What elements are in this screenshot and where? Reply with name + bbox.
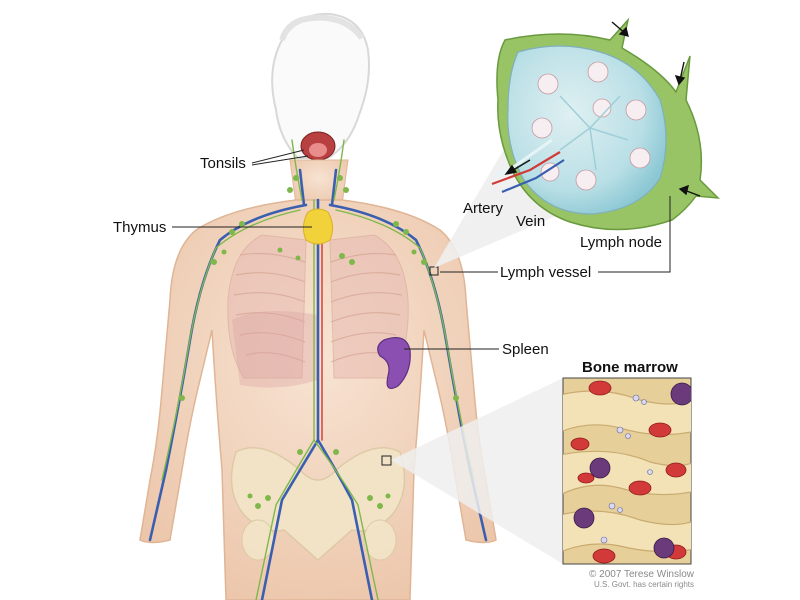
spleen-label: Spleen xyxy=(502,341,549,358)
label-leader-lines xyxy=(172,149,671,350)
blood-and-lymph-vessels xyxy=(148,139,488,600)
thymus-label: Thymus xyxy=(113,219,167,236)
credit-line-1: © 2007 Terese Winslow xyxy=(588,569,694,580)
lymph-vessel-label: Lymph vessel xyxy=(500,264,592,281)
bone-marrow-label: Bone marrow xyxy=(582,359,678,376)
lymph-node-callout xyxy=(434,17,720,268)
artery-label: Artery xyxy=(463,200,504,217)
copyright-credit: © 2007 Terese Winslow U.S. Govt. has cer… xyxy=(578,569,694,589)
lymph-node-label: Lymph node xyxy=(580,234,663,251)
vein-label: Vein xyxy=(516,213,546,230)
tonsils-label: Tonsils xyxy=(200,155,246,172)
bone-marrow-callout xyxy=(391,377,692,565)
credit-line-2: U.S. Govt. has certain rights xyxy=(593,579,694,589)
